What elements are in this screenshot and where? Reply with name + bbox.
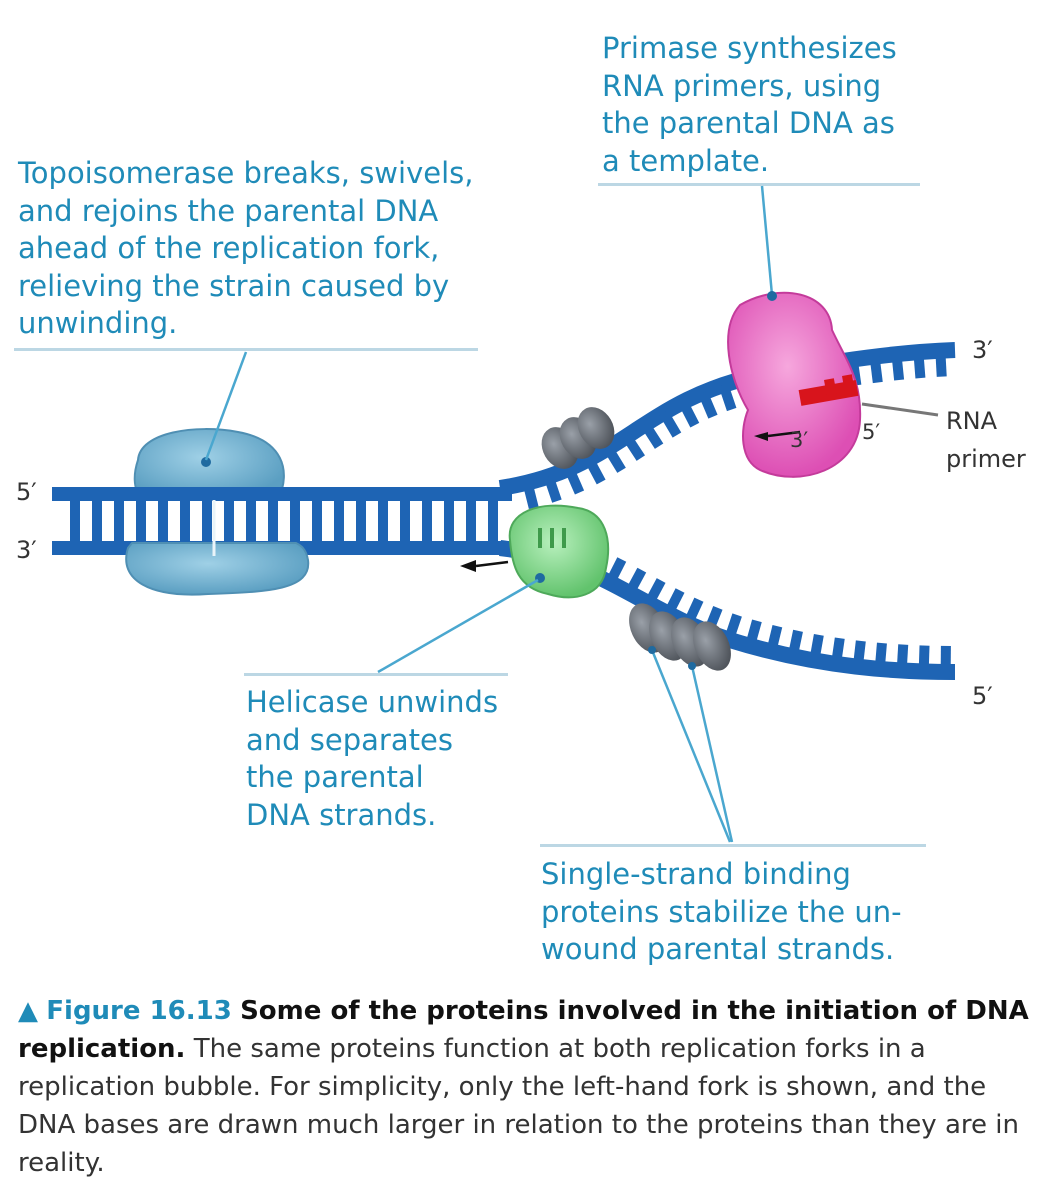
strand-base xyxy=(522,481,539,510)
base-pair xyxy=(246,499,256,543)
base-pair xyxy=(268,499,278,543)
strand-base xyxy=(718,383,737,412)
lower-right-5prime-label: 5′ xyxy=(972,682,993,710)
strand-base xyxy=(766,624,783,653)
base-pair xyxy=(114,499,124,543)
base-pair xyxy=(136,499,146,543)
strand-base xyxy=(605,557,627,585)
ssb-pointer-1 xyxy=(650,649,732,843)
left-bottom-3prime-label: 3′ xyxy=(16,536,37,564)
base-pair xyxy=(180,499,190,543)
base-pair xyxy=(466,499,476,543)
base-pair xyxy=(400,499,410,543)
ssb-proteins-lower xyxy=(629,603,731,671)
strand-base xyxy=(698,390,718,419)
strand-base xyxy=(913,351,926,379)
strand-base xyxy=(644,578,666,606)
strand-base xyxy=(663,588,685,616)
strand-base xyxy=(603,445,626,473)
strand-base xyxy=(809,633,824,662)
replication-fork-diagram xyxy=(52,185,956,843)
topoisomerase-lower-lobe xyxy=(125,457,310,596)
strand-base xyxy=(787,629,803,658)
ssb-callout: Single-strand binding proteins stabilize… xyxy=(541,857,902,966)
strand-base xyxy=(622,433,645,461)
strand-base xyxy=(869,356,883,384)
topoisomerase-pointer xyxy=(204,351,248,461)
primer-5prime-label: 5′ xyxy=(862,420,881,444)
helicase-callout: Helicase unwinds and separates the paren… xyxy=(246,685,499,832)
base-pair xyxy=(158,499,168,543)
left-top-5prime-label: 5′ xyxy=(16,478,37,506)
upper-right-3prime-label: 3′ xyxy=(972,336,993,364)
strand-base xyxy=(543,474,562,503)
base-pair xyxy=(378,499,388,543)
strand-base xyxy=(724,613,742,642)
primase-pointer xyxy=(760,185,774,296)
strand-base xyxy=(564,466,585,495)
figure-caption: ▲ Figure 16.13 Some of the proteins invo… xyxy=(18,992,1040,1182)
base-pair xyxy=(202,499,212,543)
strand-base xyxy=(659,410,682,438)
base-pair xyxy=(356,499,366,543)
ssb-pointer-2 xyxy=(690,665,734,843)
base-pair xyxy=(92,499,102,543)
ssb-proteins-upper xyxy=(541,407,615,469)
ssb-callout-rule xyxy=(540,844,926,847)
helicase-callout-rule xyxy=(244,673,508,676)
base-pair xyxy=(224,499,234,543)
strand-base xyxy=(935,350,947,377)
primer-3prime-label: 3′ xyxy=(790,428,809,452)
strand-base xyxy=(625,567,647,596)
base-pair xyxy=(422,499,432,543)
topoisomerase-callout: Topoisomerase breaks, swivels, and rejoi… xyxy=(18,156,474,340)
primase-enzyme xyxy=(727,291,862,478)
strand-base xyxy=(678,399,700,428)
caption-body: The same proteins function at both repli… xyxy=(18,1034,1019,1178)
strand-base xyxy=(584,456,606,485)
base-pair xyxy=(444,499,454,543)
strand-base xyxy=(874,642,887,670)
rna-primer-label: RNA primer xyxy=(946,407,1026,473)
strand-base xyxy=(891,353,905,381)
base-pair xyxy=(312,499,322,543)
base-pair xyxy=(488,499,498,543)
helicase-pointer xyxy=(377,578,539,674)
caption-marker: ▲ xyxy=(18,996,38,1026)
figure-title: Some of the proteins involved in the ini… xyxy=(18,996,1029,1064)
strand-base xyxy=(896,644,909,671)
base-pair xyxy=(334,499,344,543)
strand-base xyxy=(640,421,664,449)
helicase-enzyme xyxy=(460,504,610,599)
strand-base xyxy=(918,645,930,672)
strand-base xyxy=(745,619,762,648)
figure-number: Figure 16.13 xyxy=(46,996,232,1026)
rna-primer xyxy=(754,374,939,441)
primase-callout-rule xyxy=(598,183,920,186)
primase-callout: Primase synthesizes RNA primers, using t… xyxy=(602,31,897,178)
base-pair xyxy=(290,499,300,543)
strand-base xyxy=(852,640,866,668)
strand-base xyxy=(831,637,845,665)
topoisomerase-callout-rule xyxy=(14,348,478,351)
base-pair xyxy=(70,499,80,543)
